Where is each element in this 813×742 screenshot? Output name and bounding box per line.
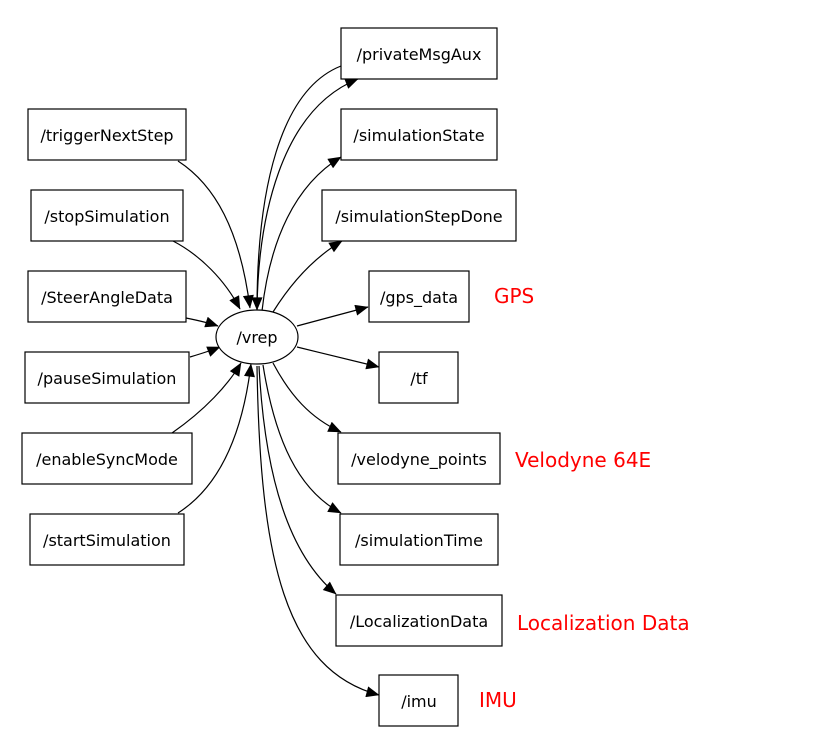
edges-group (171, 65, 380, 698)
node-startSimulation[interactable]: /startSimulation (29, 513, 185, 566)
edge-SteerAngleData-to-vrep (185, 316, 219, 328)
node-privateMsgAux-label: /privateMsgAux (357, 45, 482, 64)
edge-vrep-to-simulationState (261, 156, 342, 312)
edge-pauseSimulation-to-vrep (189, 346, 221, 358)
edge-vrep-to-velodyne_points (272, 362, 342, 433)
node-LocalizationData[interactable]: /LocalizationData (335, 594, 503, 647)
node-velodyne_points[interactable]: /velodyne_points (337, 432, 501, 485)
node-gps_data-label: /gps_data (380, 288, 458, 308)
annotation-gps: GPS (494, 284, 534, 308)
node-privateMsgAux[interactable]: /privateMsgAux (340, 27, 498, 80)
node-tf[interactable]: /tf (378, 351, 459, 404)
node-simulationTime-label: /simulationTime (355, 531, 483, 550)
annotation-localization: Localization Data (517, 611, 690, 635)
annotation-velodyne: Velodyne 64E (515, 448, 651, 472)
node-pauseSimulation[interactable]: /pauseSimulation (24, 351, 190, 404)
edge-vrep-to-simulationTime (262, 364, 342, 514)
node-stopSimulation-label: /stopSimulation (44, 207, 169, 226)
node-simulationState[interactable]: /simulationState (340, 108, 498, 161)
edge-vrep-to-tf (296, 346, 380, 370)
annotations-group: GPS Velodyne 64E Localization Data IMU (479, 284, 690, 712)
edge-vrep-to-privateMsgAux (256, 78, 359, 311)
annotation-imu: IMU (479, 688, 517, 712)
node-triggerNextStep-label: /triggerNextStep (40, 126, 173, 145)
edge-triggerNextStep-to-vrep (177, 160, 254, 309)
nodes-group: /vrep /triggerNextStep /stopSimulation /… (21, 27, 517, 727)
node-startSimulation-label: /startSimulation (43, 531, 171, 550)
node-velodyne_points-label: /velodyne_points (351, 450, 487, 470)
node-imu[interactable]: /imu (378, 674, 459, 727)
edge-vrep-to-gps_data (296, 304, 369, 327)
node-imu-label: /imu (401, 692, 437, 711)
edge-privateMsgAux-to-vrep (251, 65, 342, 311)
node-vrep[interactable]: /vrep (215, 309, 299, 365)
node-simulationStepDone[interactable]: /simulationStepDone (321, 189, 517, 242)
node-pauseSimulation-label: /pauseSimulation (38, 369, 177, 388)
node-simulationStepDone-label: /simulationStepDone (335, 207, 502, 226)
node-vrep-label: /vrep (236, 328, 277, 347)
node-enableSyncMode-label: /enableSyncMode (36, 450, 178, 469)
node-LocalizationData-label: /LocalizationData (350, 612, 488, 631)
node-stopSimulation[interactable]: /stopSimulation (30, 189, 184, 242)
edge-stopSimulation-to-vrep (172, 240, 241, 310)
edge-startSimulation-to-vrep (177, 363, 255, 514)
edge-vrep-to-LocalizationData (258, 365, 337, 595)
node-SteerAngleData[interactable]: /SteerAngleData (27, 270, 187, 323)
node-triggerNextStep[interactable]: /triggerNextStep (27, 108, 187, 161)
node-enableSyncMode[interactable]: /enableSyncMode (21, 432, 193, 485)
node-tf-label: /tf (410, 369, 428, 388)
edge-vrep-to-simulationStepDone (272, 240, 343, 313)
edge-vrep-to-imu (256, 365, 380, 698)
node-SteerAngleData-label: /SteerAngleData (41, 288, 173, 307)
edge-enableSyncMode-to-vrep (171, 362, 242, 434)
node-simulationState-label: /simulationState (353, 126, 484, 145)
node-gps_data[interactable]: /gps_data (368, 270, 470, 323)
node-simulationTime[interactable]: /simulationTime (339, 513, 499, 566)
